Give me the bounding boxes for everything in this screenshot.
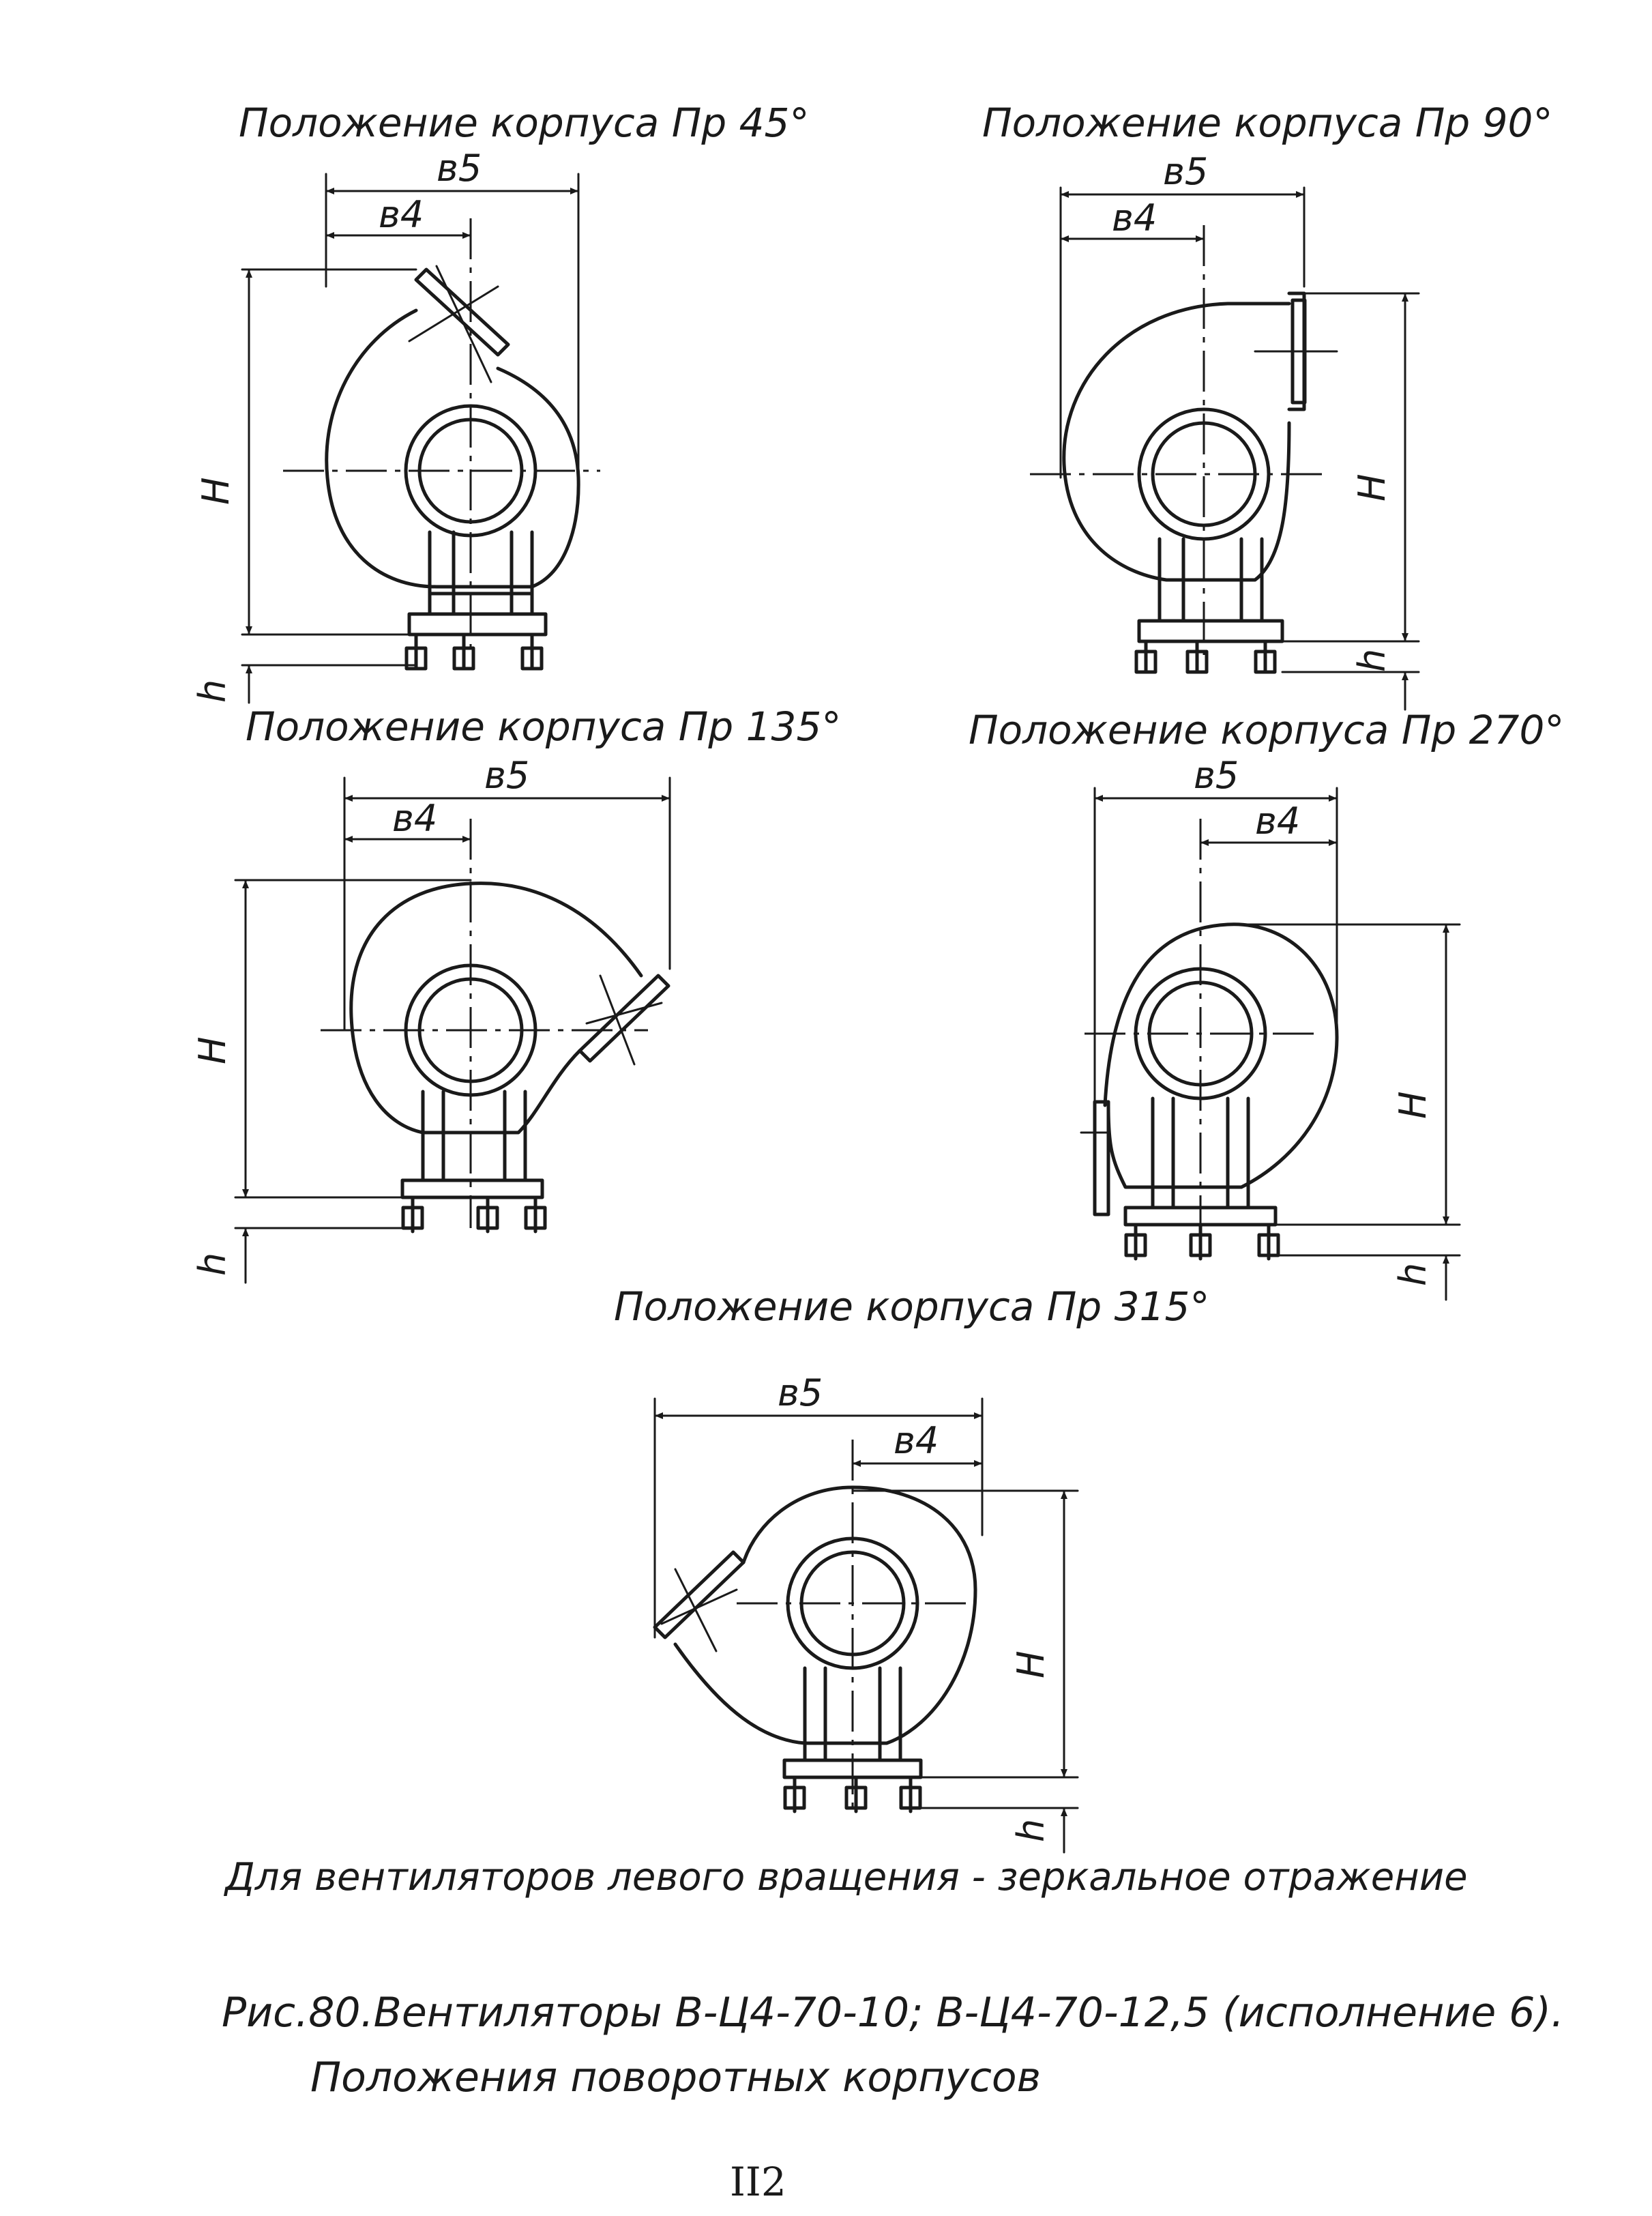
view-pr45: Положение корпуса Пр 45° в5 в4 H h <box>191 100 809 704</box>
spring-isolator <box>793 1775 913 1813</box>
view-pr90: Положение корпуса Пр 90° в5 в4 H h <box>982 100 1552 711</box>
view-pr315: Положение корпуса Пр 315° в5 в4 H h <box>614 1283 1209 1854</box>
fan-casing <box>349 881 643 1135</box>
support-frame <box>803 1666 902 1762</box>
dim-h: h <box>1009 1819 1052 1842</box>
dim-b5: в5 <box>1163 150 1208 193</box>
dim-b5: в5 <box>484 754 529 797</box>
figure-caption-line2: Положения поворотных корпусов <box>310 2054 1041 2101</box>
dim-b4: в4 <box>894 1419 939 1462</box>
view-pr135: Положение корпуса Пр 135° в5 в4 H h <box>191 703 841 1284</box>
spring-isolator <box>1134 1223 1271 1261</box>
dim-h: h <box>191 1253 234 1276</box>
dim-h: h <box>1391 1263 1434 1286</box>
support-frame <box>421 1090 527 1182</box>
dim-h: h <box>1351 649 1393 672</box>
fan-casing <box>673 1485 977 1745</box>
view-title: Положение корпуса Пр 90° <box>982 100 1552 146</box>
dim-b4: в4 <box>379 193 424 236</box>
dim-H: H <box>1391 1091 1434 1119</box>
support-frame <box>428 530 534 616</box>
dim-b5: в5 <box>437 147 482 190</box>
spring-isolator <box>414 632 534 671</box>
support-frame <box>1151 1096 1250 1210</box>
dim-b5: в5 <box>1194 754 1239 797</box>
spring-isolator <box>1144 639 1267 674</box>
dim-H: H <box>1009 1650 1052 1678</box>
mirror-note: Для вентиляторов левого вращения - зерка… <box>223 1855 1468 1899</box>
figure-caption-line1: Рис.80.Вентиляторы В-Ц4-70-10; В-Ц4-70-1… <box>222 1989 1564 2037</box>
view-title: Положение корпуса Пр 315° <box>614 1283 1209 1330</box>
dim-H: H <box>191 1036 234 1064</box>
fan-casing <box>325 308 580 589</box>
spring-isolator <box>411 1195 537 1234</box>
view-title: Положение корпуса Пр 45° <box>239 100 809 146</box>
view-title: Положение корпуса Пр 270° <box>969 707 1564 753</box>
fan-casing <box>1062 302 1291 582</box>
dim-H: H <box>194 477 237 505</box>
dim-b5: в5 <box>778 1371 823 1414</box>
dim-H: H <box>1351 473 1393 501</box>
view-title: Положение корпуса Пр 135° <box>246 703 841 750</box>
page-number: II2 <box>730 2159 786 2205</box>
dim-b4: в4 <box>1255 800 1300 843</box>
fan-casing <box>1103 922 1339 1189</box>
dim-h: h <box>191 680 234 703</box>
dim-b4: в4 <box>392 797 437 840</box>
view-pr270: Положение корпуса Пр 270° в5 в4 H h <box>969 707 1564 1301</box>
support-frame <box>1157 537 1264 623</box>
dim-b4: в4 <box>1112 196 1157 239</box>
